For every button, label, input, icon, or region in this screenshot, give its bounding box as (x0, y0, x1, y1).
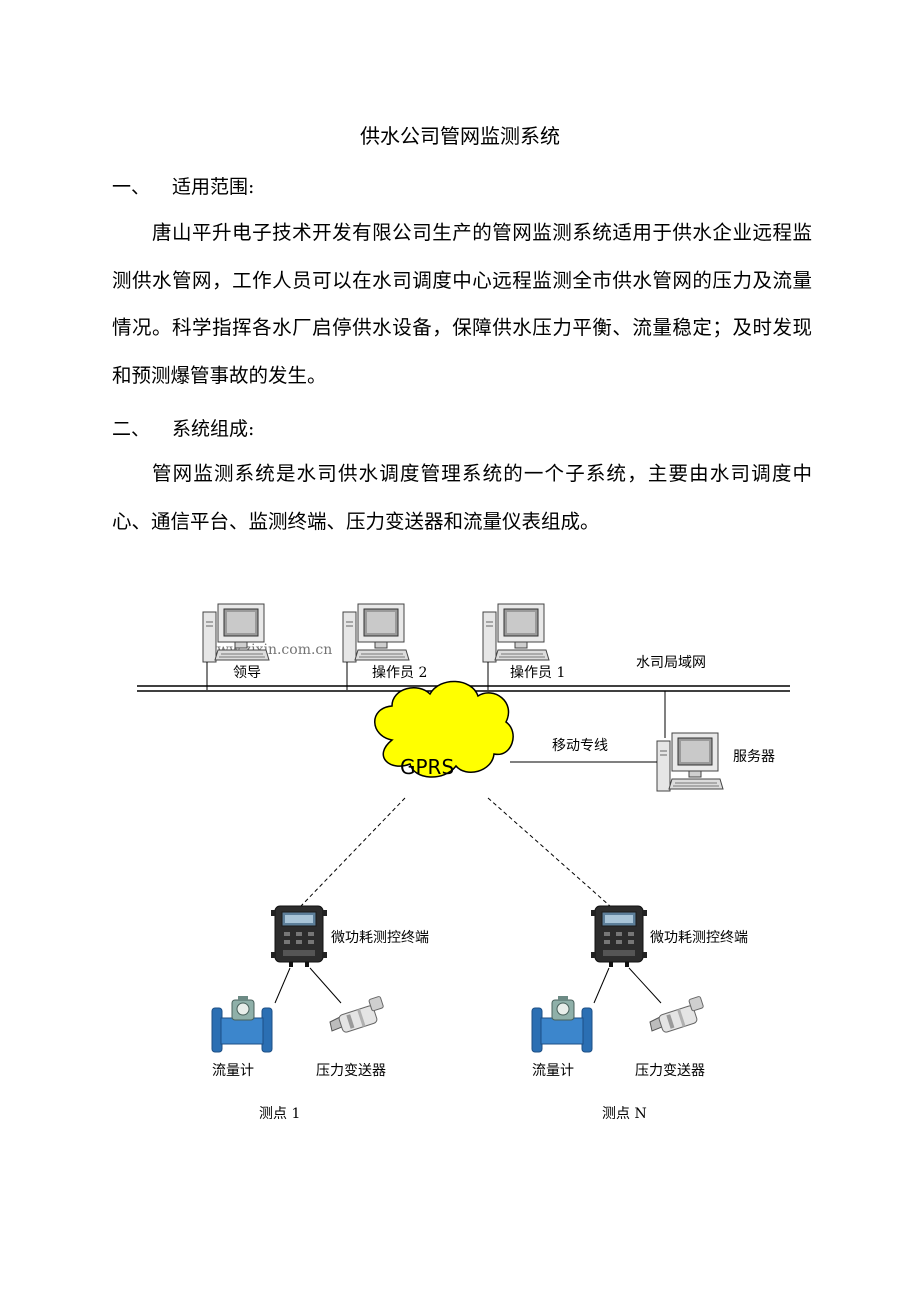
document-title: 供水公司管网监测系统 (360, 124, 560, 148)
gprs-cloud-icon: GPRS (374, 680, 514, 779)
section-2-paragraph: 管网监测系统是水司供水调度管理系统的一个子系统，主要由水司调度中心、通信平台、监… (112, 462, 812, 533)
section-heading-2: 二、系统组成: (112, 414, 254, 441)
wireless-link-1 (300, 797, 406, 907)
pressure-transmitter-n-icon (649, 995, 705, 1034)
workstation-label-operator-1: 操作员 1 (510, 665, 565, 681)
section-heading-1: 一、适用范围: (112, 172, 254, 199)
workstation-operator-1-icon (482, 603, 550, 663)
workstation-operator-2-icon (342, 603, 410, 663)
system-diagram: www.zixin.com.cn 领导 操作员 2 操作员 1 水司局域网 服务… (137, 603, 790, 1122)
section-number: 一、 (112, 176, 151, 198)
section-1-paragraph: 唐山平升电子技术开发有限公司生产的管网监测系统适用于供水企业远程监测供水管网，工… (112, 221, 812, 387)
server-icon (656, 732, 724, 792)
workstation-label-leader: 领导 (233, 665, 261, 681)
terminal-1-icon (270, 905, 328, 968)
site-n-label: 测点 N (602, 1106, 647, 1122)
server-label: 服务器 (733, 749, 775, 765)
flowmeter-n-label: 流量计 (532, 1063, 574, 1079)
transmitter-n-label: 压力变送器 (635, 1063, 705, 1079)
dedicated-line-label: 移动专线 (552, 738, 608, 754)
section-number: 二、 (112, 418, 151, 440)
flowmeter-1-icon (211, 995, 273, 1053)
wireless-link-n (487, 797, 611, 907)
site-1-label: 测点 1 (259, 1106, 300, 1122)
flowmeter-1-label: 流量计 (212, 1063, 254, 1079)
section-heading-text: 适用范围: (172, 176, 255, 198)
terminal-1-label: 微功耗测控终端 (331, 930, 429, 946)
pressure-transmitter-1-icon (329, 995, 385, 1034)
lan-label: 水司局域网 (636, 655, 706, 671)
terminal-n-label: 微功耗测控终端 (650, 930, 748, 946)
flowmeter-n-icon (531, 995, 593, 1053)
workstation-leader-icon (202, 603, 270, 663)
transmitter-1-label: 压力变送器 (316, 1063, 386, 1079)
workstation-label-operator-2: 操作员 2 (372, 665, 427, 681)
terminal-n-icon (590, 905, 648, 968)
gprs-label: GPRS (400, 755, 454, 779)
section-heading-text: 系统组成: (172, 418, 255, 440)
